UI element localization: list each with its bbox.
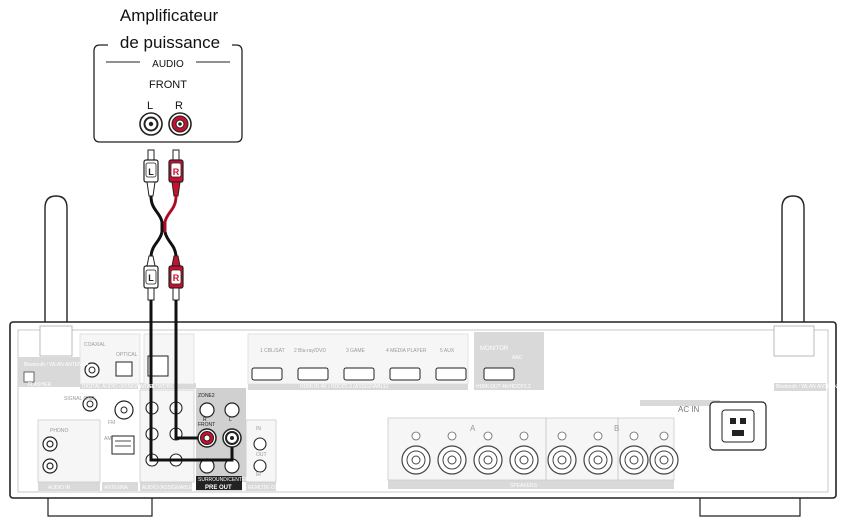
network-label: NETWORK [148,384,174,390]
amp-audio-label: AUDIO [152,59,184,70]
remote-in-label: IN [256,426,261,432]
optical-label: OPTICAL [116,352,138,358]
ac-in-label: AC IN [678,405,700,414]
amp-jack-right [168,112,192,136]
fm-label: FM [108,420,115,426]
amplifier-title-line1: Amplificateur [119,6,219,25]
arc-label: ARC [512,355,523,361]
antenna-label: ANTENNA [104,485,129,491]
amp-front-label: FRONT [149,79,187,91]
zone2-label: ZONE2 [198,393,215,399]
remote-control-label: REMOTE CONTROL [248,485,295,491]
speaker-b-label: B [614,424,619,433]
upper-plug-left [143,149,159,197]
speakers-label: SPEAKERS [510,483,538,489]
speaker-terminal [619,431,649,475]
speaker-terminal [509,431,539,475]
speaker-terminal [547,431,577,475]
audio-in-label: AUDIO IN [48,485,71,491]
antenna-right [781,195,805,342]
amp-right-label: R [175,100,183,112]
audio-assignable-label: AUDIO (ASSIGNABLE) [142,485,195,491]
lower-plug-left [143,255,159,301]
hdmi-input-3-label: 3 GAME [346,348,366,354]
lower-plug-left-letter: L [148,273,154,283]
pre-out-front-left-jack [222,428,242,448]
speaker-terminal [583,431,613,475]
remote-ir-label: IR [256,472,261,478]
bt-antenna-right-label: Bluetooth / WLAN ANTENNA [776,384,841,390]
foot-left [47,498,153,517]
surround-center-label: SURROUND/CENTER [198,477,249,483]
foot-right [699,498,801,517]
hdmi-input-4-label: 4 MEDIA PLAYER [386,348,427,354]
av-receiver [9,195,837,517]
pre-out-label: PRE OUT [205,485,232,491]
signal-gnd-label: SIGNAL GND [64,396,95,402]
pre-out-front-right-jack [197,428,217,448]
monitor-label: MONITOR [480,346,509,352]
speaker-a-label: A [470,424,476,433]
bt-antenna-left-label: Bluetooth / WLAN ANTENNA [24,362,89,368]
amplifier-title-line2: de puissance [108,33,232,53]
upper-plug-right [168,149,184,197]
speaker-terminal [401,431,431,475]
lower-plug-right [168,255,184,301]
flasher-label: FLASHER [28,382,51,388]
upper-plug-right-letter: R [173,167,180,177]
speaker-terminal [473,431,503,475]
antenna-left [44,195,68,342]
upper-plug-left-letter: L [148,167,154,177]
hdmi-input-2-label: 2 Blu-ray/DVD [294,348,326,354]
digital-audio-label: DIGITAL AUDIO (ASSIGNABLE) [82,384,155,390]
text-layer: AUDIO FRONT L R L R L R COAXIAL OPTICAL … [24,59,841,491]
hdmi-out-label: HDMI OUT 4K/HDCP2.3 [476,384,531,390]
speaker-terminals [401,431,679,475]
hdmi-input-5-label: 5 AUX [440,348,455,354]
amplifier-outline [93,44,243,143]
coaxial-label: COAXIAL [84,342,106,348]
pre-out-left-channel: L [229,417,232,423]
speaker-terminal [437,431,467,475]
amp-jack-left [139,112,163,136]
phono-label: PHONO [50,428,68,434]
cable-to-pre-out [149,300,234,462]
remote-out-label: OUT [256,452,267,458]
am-label: AM [104,436,112,442]
pre-out-right-channel: R [203,417,207,423]
hdmi-in-label: HDMI IN 4K / HDCP2.3 (ASSIGNABLE) [300,384,389,390]
lower-plug-right-letter: R [173,273,180,283]
pre-out-front-label: FRONT [198,422,215,428]
amp-left-label: L [147,100,153,112]
rca-cable [143,149,184,301]
hdmi-input-1-label: 1 CBL/SAT [260,348,285,354]
speaker-terminal [649,431,679,475]
power-amplifier-box [93,44,243,143]
